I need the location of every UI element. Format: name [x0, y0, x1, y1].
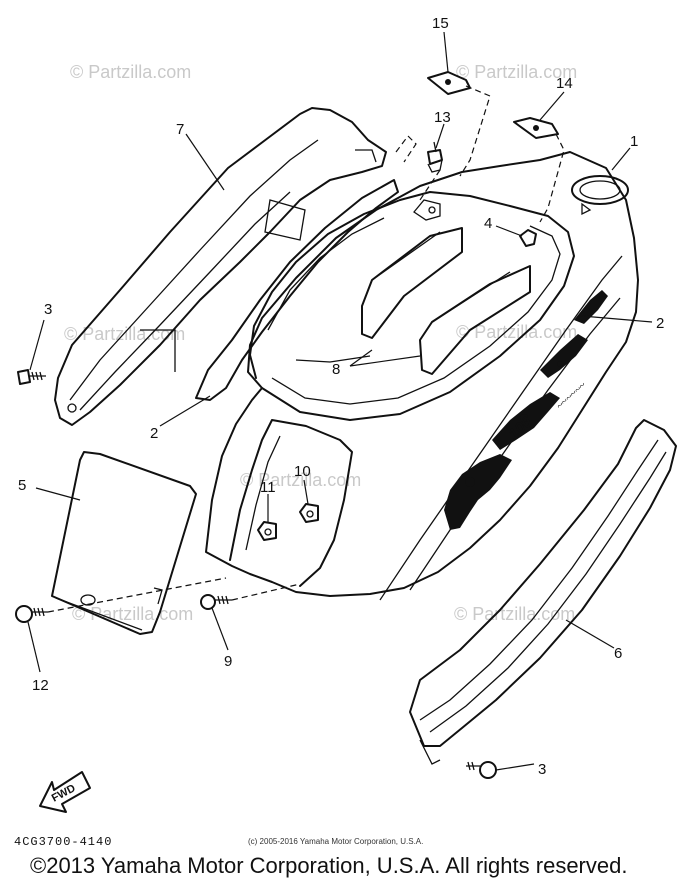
- screw-12: [15, 605, 48, 623]
- part-7-side-cover: [54, 107, 387, 426]
- watermark: © Partzilla.com: [72, 604, 194, 624]
- callout-labels: 1 2 2 3 3 4 5 6 7 8 9 10 11 12 13 14 15: [18, 15, 664, 778]
- watermark: © Partzilla.com: [456, 322, 578, 342]
- part-6-side-rail: [409, 419, 677, 765]
- callout-4: 4: [484, 215, 492, 232]
- inner-copyright: (c) 2005-2016 Yamaha Motor Corporation, …: [248, 837, 424, 846]
- screw-3-right: [466, 761, 497, 779]
- callout-12: 12: [32, 677, 49, 694]
- part-8-foam-pads: [361, 227, 531, 375]
- callout-3-left: 3: [44, 301, 52, 318]
- callout-9: 9: [224, 653, 232, 670]
- watermark: © Partzilla.com: [454, 604, 576, 624]
- screw-3-left: [17, 369, 46, 385]
- callout-5: 5: [18, 477, 26, 494]
- clip-4: [519, 229, 537, 247]
- callout-11: 11: [260, 479, 276, 496]
- bracket-15: [427, 71, 471, 95]
- watermark: © Partzilla.com: [456, 62, 578, 82]
- leader-lines: [27, 31, 653, 771]
- fwd-label: FWD: [50, 782, 78, 804]
- callout-15: 15: [432, 15, 449, 32]
- watermark: © Partzilla.com: [240, 470, 362, 490]
- bracket-14: [513, 117, 559, 139]
- callout-8: 8: [332, 361, 340, 378]
- screw-9: [200, 594, 232, 610]
- callout-7: 7: [176, 121, 184, 138]
- callout-13: 13: [434, 109, 451, 126]
- decal-graphic: 100 ~~~~~~: [444, 290, 608, 530]
- clips-10-11: [257, 503, 319, 541]
- watermark: © Partzilla.com: [70, 62, 192, 82]
- part-1-body-cover: [205, 151, 639, 601]
- bolt-13: [427, 141, 443, 173]
- footer-copyright: ©2013 Yamaha Motor Corporation, U.S.A. A…: [30, 853, 628, 878]
- callout-6: 6: [614, 645, 622, 662]
- watermark: © Partzilla.com: [64, 324, 186, 344]
- callout-2-left: 2: [150, 425, 158, 442]
- callout-3-right: 3: [538, 761, 546, 778]
- fwd-arrow-icon: FWD: [39, 771, 91, 813]
- part-5-lid-panel: [51, 451, 197, 635]
- callout-14: 14: [556, 75, 573, 92]
- callout-2-right: 2: [656, 315, 664, 332]
- part-2-inner-panel: [195, 179, 399, 401]
- callout-10: 10: [294, 463, 311, 480]
- assembly-dash-lines: [47, 85, 565, 613]
- part-code: 4CG3700-4140: [14, 835, 113, 849]
- callout-1: 1: [630, 133, 638, 150]
